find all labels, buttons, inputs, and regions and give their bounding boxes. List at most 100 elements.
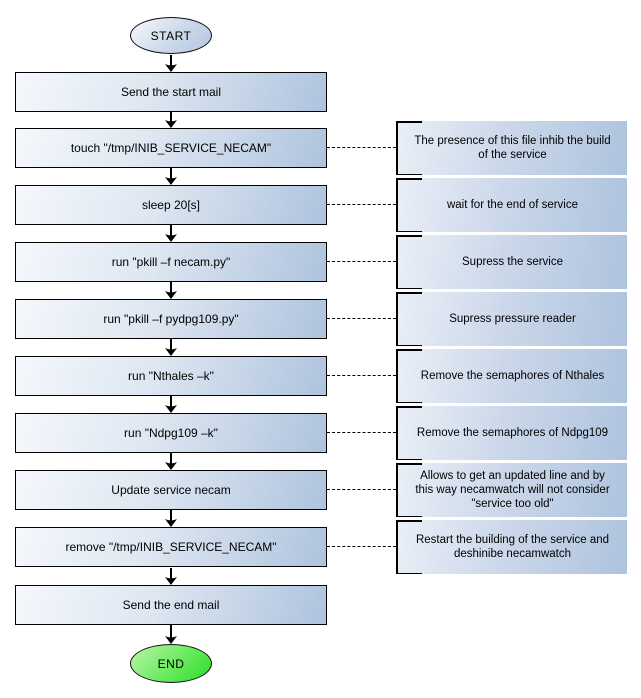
note-text: Remove the semaphores of Ndpg109: [398, 406, 627, 460]
flow-arrow: [165, 112, 177, 128]
note-bracket-tick: [396, 287, 422, 289]
arrow-head-icon: [165, 177, 177, 185]
arrow-shaft: [170, 168, 172, 179]
note-box-semaphores-ndpg109: Remove the semaphores of Ndpg109: [396, 406, 627, 460]
flow-arrow: [165, 339, 177, 356]
note-bracket: [396, 406, 398, 460]
note-text: The presence of this file inhib the buil…: [398, 121, 627, 175]
note-connector-line: [327, 147, 396, 148]
start-node-label: START: [150, 28, 192, 43]
note-bracket-tick: [396, 121, 422, 123]
note-connector-line: [327, 489, 396, 490]
note-box-wait: wait for the end of service: [396, 178, 627, 232]
arrow-shaft: [170, 625, 172, 638]
step-box-send-start-mail: Send the start mail: [15, 72, 327, 112]
flow-arrow: [165, 55, 177, 72]
step-label: run "pkill –f necam.py": [111, 255, 231, 269]
step-label: Update service necam: [111, 483, 231, 497]
note-text: Supress the service: [398, 235, 627, 289]
flow-arrow: [165, 168, 177, 185]
arrow-head-icon: [165, 519, 177, 527]
note-text: Remove the semaphores of Nthales: [398, 349, 627, 403]
note-bracket-tick: [396, 458, 422, 460]
note-bracket-tick: [396, 230, 422, 232]
note-connector-line: [327, 261, 396, 262]
note-bracket-tick: [396, 520, 422, 522]
note-bracket: [396, 121, 398, 175]
note-bracket-tick: [396, 178, 422, 180]
arrow-shaft: [170, 568, 172, 579]
arrow-shaft: [170, 55, 172, 66]
step-label: Send the end mail: [122, 598, 220, 612]
step-box-touch-inib-file: touch "/tmp/INIB_SERVICE_NECAM": [15, 128, 327, 168]
step-label: run "Ndpg109 –k": [124, 426, 218, 440]
arrow-head-icon: [165, 636, 177, 644]
note-box-inib-file: The presence of this file inhib the buil…: [396, 121, 627, 175]
flow-arrow: [165, 510, 177, 527]
arrow-shaft: [170, 282, 172, 293]
start-node: START: [130, 17, 212, 54]
step-box-pkill-necam: run "pkill –f necam.py": [15, 242, 327, 282]
note-connector-line: [327, 204, 396, 205]
note-bracket-tick: [396, 463, 422, 465]
step-label: remove "/tmp/INIB_SERVICE_NECAM": [65, 540, 277, 554]
note-connector-line: [327, 318, 396, 319]
flow-arrow: [165, 396, 177, 413]
arrow-head-icon: [165, 462, 177, 470]
note-connector-line: [327, 375, 396, 376]
step-box-update-service: Update service necam: [15, 470, 327, 510]
note-bracket-tick: [396, 406, 422, 408]
note-text: Allows to get an updated line and by thi…: [398, 463, 627, 517]
note-bracket: [396, 292, 398, 346]
note-bracket: [396, 463, 398, 517]
arrow-head-icon: [165, 577, 177, 585]
step-box-ndpg109-k: run "Ndpg109 –k": [15, 413, 327, 453]
note-bracket-tick: [396, 401, 422, 403]
step-label: Send the start mail: [120, 85, 222, 99]
note-box-semaphores-nthales: Remove the semaphores of Nthales: [396, 349, 627, 403]
step-label: run "Nthales –k": [128, 369, 214, 383]
note-bracket-tick: [396, 173, 422, 175]
note-bracket: [396, 520, 398, 574]
flow-arrow: [165, 282, 177, 299]
note-bracket-tick: [396, 344, 422, 346]
arrow-shaft: [170, 453, 172, 464]
note-box-supress-service: Supress the service: [396, 235, 627, 289]
step-box-pkill-pydpg109: run "pkill –f pydpg109.py": [15, 299, 327, 339]
note-bracket-tick: [396, 235, 422, 237]
arrow-shaft: [170, 225, 172, 236]
arrow-head-icon: [165, 405, 177, 413]
note-box-supress-pressure-reader: Supress pressure reader: [396, 292, 627, 346]
flow-arrow: [165, 568, 177, 585]
note-connector-line: [327, 432, 396, 433]
note-text: Supress pressure reader: [398, 292, 627, 346]
arrow-shaft: [170, 339, 172, 350]
arrow-head-icon: [165, 348, 177, 356]
step-label: sleep 20[s]: [141, 198, 201, 212]
arrow-head-icon: [165, 291, 177, 299]
end-node: END: [130, 644, 212, 683]
note-bracket-tick: [396, 349, 422, 351]
arrow-shaft: [170, 396, 172, 407]
note-bracket-tick: [396, 292, 422, 294]
step-box-nthales-k: run "Nthales –k": [15, 356, 327, 396]
arrow-shaft: [170, 510, 172, 521]
arrow-head-icon: [165, 234, 177, 242]
arrow-shaft: [170, 112, 172, 122]
note-box-updated-line: Allows to get an updated line and by thi…: [396, 463, 627, 517]
note-bracket: [396, 349, 398, 403]
step-label: touch "/tmp/INIB_SERVICE_NECAM": [70, 141, 272, 155]
note-bracket-tick: [396, 515, 422, 517]
note-bracket: [396, 178, 398, 232]
arrow-head-icon: [165, 64, 177, 72]
note-bracket: [396, 235, 398, 289]
step-label: run "pkill –f pydpg109.py": [103, 312, 239, 326]
note-connector-line: [327, 546, 396, 547]
note-text: wait for the end of service: [398, 178, 627, 232]
flow-arrow: [165, 453, 177, 470]
step-box-remove-inib-file: remove "/tmp/INIB_SERVICE_NECAM": [15, 527, 327, 567]
note-box-restart-building: Restart the building of the service and …: [396, 520, 627, 574]
arrow-head-icon: [165, 120, 177, 128]
note-bracket-tick: [396, 572, 422, 574]
